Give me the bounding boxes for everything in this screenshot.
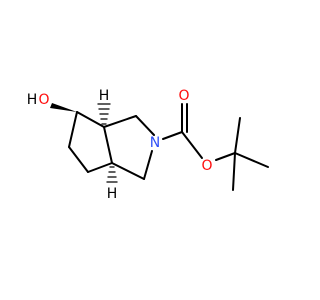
bond-c3-c6a xyxy=(111,162,145,180)
bond-quaternary-c-methyl-bottom xyxy=(232,152,236,191)
molecule-structure: H O H H N O O xyxy=(27,88,269,202)
bond-carbonyl-c-ester-o xyxy=(181,131,203,159)
hash-bond-top-h xyxy=(97,103,111,125)
bond-c4-c3a xyxy=(76,111,105,128)
hash-bond-bottom-h xyxy=(106,166,118,183)
bond-quaternary-c-methyl-right xyxy=(234,152,269,168)
bond-c1-n2 xyxy=(135,115,155,136)
stereo-h-top-label: H xyxy=(99,88,110,104)
bond-c3a-c1 xyxy=(103,115,137,128)
wedge-bond-c4-o xyxy=(50,103,77,112)
hydroxyl-hydrogen-label: H xyxy=(27,92,38,108)
hydroxyl-oxygen-label: O xyxy=(38,92,49,108)
bond-n2-carbonyl-c xyxy=(162,131,183,140)
bond-c5-c6 xyxy=(68,146,89,173)
bond-c6-c6a xyxy=(87,162,113,173)
bond-quaternary-c-methyl-top xyxy=(234,117,241,154)
ester-oxygen-label: O xyxy=(201,158,212,174)
ring-nitrogen-label: N xyxy=(150,135,160,151)
bond-c3a-c6a xyxy=(103,126,113,164)
bond-c4-c5 xyxy=(68,111,78,148)
bond-n2-c3 xyxy=(143,150,153,180)
carbonyl-oxygen-label: O xyxy=(178,88,189,104)
stereo-h-bottom-label: H xyxy=(107,186,118,202)
bond-ester-o-quaternary-c xyxy=(215,152,236,161)
